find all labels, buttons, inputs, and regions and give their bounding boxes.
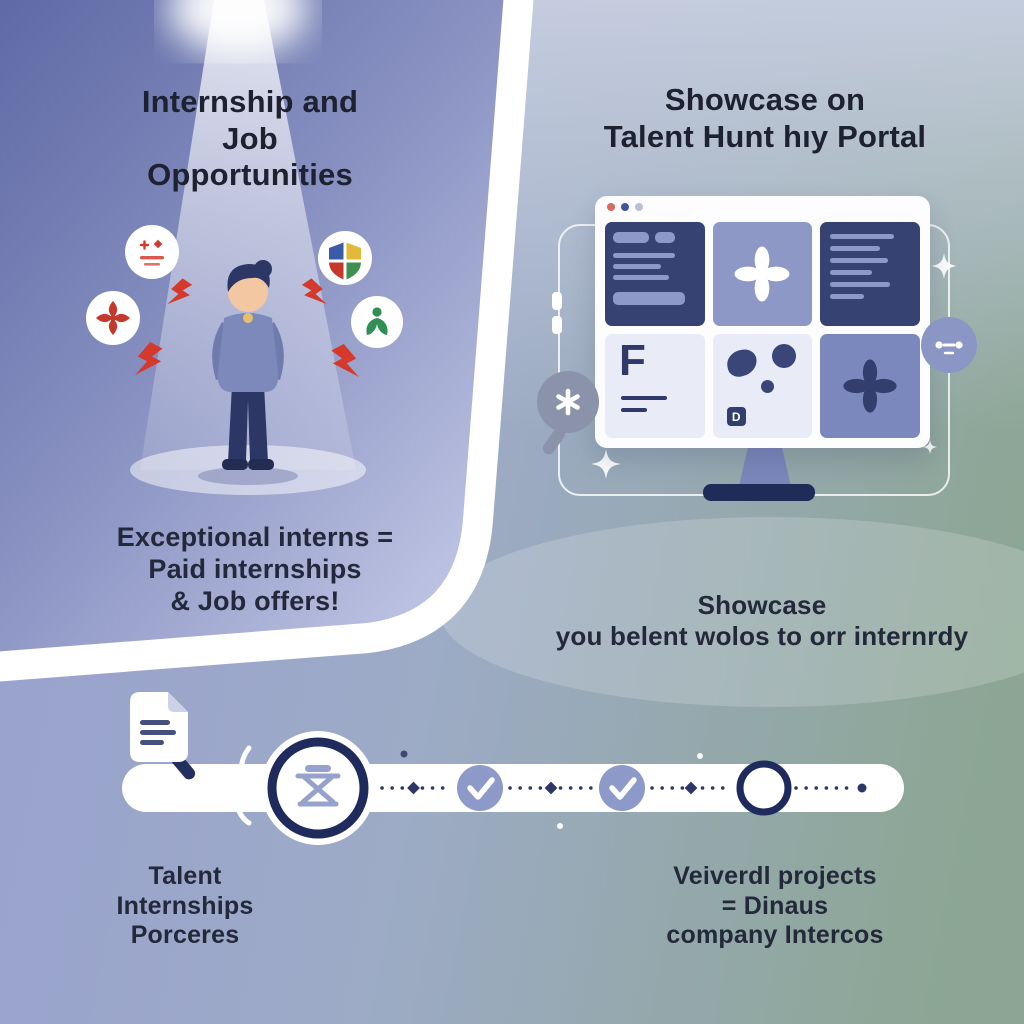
portal-tile-list xyxy=(820,222,920,326)
tile-letter-d: D xyxy=(731,409,741,424)
placeholder-line xyxy=(613,275,669,280)
placeholder-line xyxy=(830,294,865,299)
flow-right-label: Veiverdl projects = Dinaus company Inter… xyxy=(666,862,884,949)
top-left-caption: Exceptional interns = Paid internships &… xyxy=(116,522,394,616)
circle-shape xyxy=(760,380,774,393)
top-left-title: Internship and Job Opportunities xyxy=(141,84,359,193)
flower-icon xyxy=(843,359,897,413)
talent-review-stage xyxy=(261,731,375,845)
flow-left-label: Talent Internships Porceres xyxy=(116,862,254,949)
green-figure-badge xyxy=(351,296,403,348)
symbols-badge xyxy=(125,225,179,279)
window-dot-blue xyxy=(621,203,629,211)
monitor-stand xyxy=(739,446,791,486)
placeholder-pill xyxy=(613,292,685,305)
tile-letter-d-chip: D xyxy=(726,407,746,426)
red-emblem-badge xyxy=(86,291,140,345)
window-dot-grey xyxy=(635,203,643,211)
placeholder-line xyxy=(830,270,873,275)
placeholder-line xyxy=(830,246,881,251)
connection-icon xyxy=(935,341,963,355)
flower-icon xyxy=(735,246,790,302)
placeholder-line xyxy=(830,234,895,239)
top-right-title: Showcase on Talent Hunt hıy Portal xyxy=(603,82,927,154)
document-search-icon xyxy=(130,692,196,780)
portal-tile-letter: F xyxy=(605,334,705,438)
magnifier-badge xyxy=(537,371,599,433)
monitor-topbar xyxy=(595,196,930,218)
placeholder-pill xyxy=(613,232,649,243)
placeholder-line xyxy=(613,264,661,269)
frame-tab xyxy=(552,292,562,310)
heraldic-shield-badge xyxy=(318,231,372,285)
connection-badge xyxy=(921,317,977,373)
placeholder-line xyxy=(830,258,889,263)
asterisk-icon xyxy=(556,388,580,416)
portal-grid: F D xyxy=(595,218,930,448)
blob-shape xyxy=(724,347,760,379)
placeholder-line xyxy=(621,408,647,412)
person-illustration xyxy=(198,260,298,485)
connector-end-dot xyxy=(857,783,867,793)
decorative-marks xyxy=(235,745,703,829)
circle-shape xyxy=(772,344,797,368)
window-dot-red xyxy=(607,203,615,211)
portal-tile-shapes: D xyxy=(712,334,813,438)
process-flow xyxy=(122,692,904,845)
placeholder-pill xyxy=(655,232,675,243)
frame-tab xyxy=(552,316,562,334)
placeholder-line xyxy=(830,282,891,287)
placeholder-line xyxy=(621,396,667,400)
check-stage-2 xyxy=(599,765,645,811)
placeholder-line xyxy=(613,253,675,258)
bottom-heading: Showcase you belent wolos to orr internr… xyxy=(555,590,969,651)
portal-monitor: F D xyxy=(595,196,930,448)
check-stage-1 xyxy=(457,765,503,811)
portal-tile-flower xyxy=(712,222,813,326)
monitor-stand-base xyxy=(703,484,815,501)
tile-letter-f: F xyxy=(619,336,646,385)
open-stage xyxy=(736,760,792,816)
portal-tile-flower-dark xyxy=(820,334,920,438)
portal-tile-profile xyxy=(605,222,705,326)
